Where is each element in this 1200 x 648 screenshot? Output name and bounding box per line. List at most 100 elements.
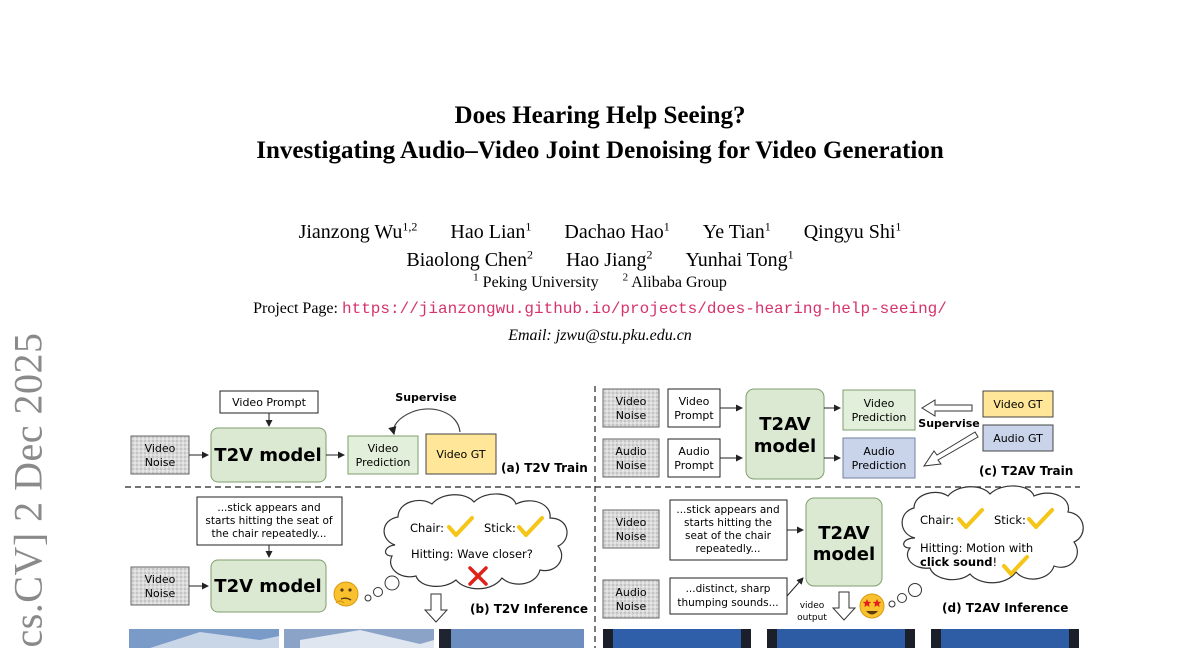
author: Yunhai Tong1: [685, 247, 794, 271]
affiliation: 1 Peking University: [473, 272, 599, 292]
thought-chair-text: Chair:: [920, 513, 954, 527]
check-icon: [1002, 555, 1029, 576]
video-noise-text: Noise: [616, 530, 647, 543]
audio-noise-box-d: [602, 579, 660, 619]
t2v-model-text: T2V model: [214, 445, 321, 466]
prompt-text: seat of the chair: [685, 530, 772, 542]
video-prediction-text: Prediction: [852, 411, 907, 424]
t2av-model-text: T2AV: [818, 523, 870, 544]
panel-label-b: (b) T2V Inference: [470, 602, 588, 616]
video-noise-box-b: [130, 566, 190, 606]
thought-stick-text: Stick:: [484, 521, 516, 535]
supervise-arrow-video: [921, 399, 973, 417]
audio-prompt-text: Audio: [678, 445, 710, 458]
project-page-line: Project Page: https://jianzongwu.github.…: [0, 300, 1200, 318]
affiliation: 2 Alibaba Group: [622, 272, 727, 292]
cross-icon: [468, 566, 488, 586]
prompt-text: starts hitting the: [684, 517, 772, 529]
video-noise-text: Video: [616, 516, 647, 529]
affiliations: 1 Peking University 2 Alibaba Group: [0, 272, 1200, 292]
video-frame: [439, 629, 584, 648]
video-prediction-text: Video: [864, 397, 895, 410]
check-icon: [517, 516, 544, 537]
thought-cloud-b: [383, 493, 568, 590]
audio-prediction-text: Prediction: [852, 459, 907, 472]
audio-noise-text: Audio: [615, 586, 647, 599]
t2av-model-text: model: [754, 436, 816, 457]
video-noise-text: Noise: [616, 409, 647, 422]
panel-label-a: (a) T2V Train: [501, 461, 588, 475]
star-struck-face-icon: [859, 593, 885, 619]
audio-prediction-text: Audio: [863, 445, 895, 458]
author: Jianzong Wu1,2: [298, 219, 418, 243]
prompt-text: starts hitting the seat of: [205, 515, 332, 527]
supervise-arrow-audio: [922, 431, 979, 467]
video-frame: [931, 629, 1079, 648]
audio-prompt-text: Prompt: [674, 459, 714, 472]
author: Biaolong Chen2: [406, 247, 533, 271]
video-noise-text: Video: [145, 442, 176, 455]
video-noise-text: Noise: [145, 456, 176, 469]
check-icon: [1027, 508, 1054, 529]
audio-prompt-text: thumping sounds...: [677, 597, 778, 609]
paper-title-line1: Does Hearing Help Seeing?: [454, 102, 746, 129]
video-prediction-text: Video: [368, 442, 399, 455]
audio-noise-text: Audio: [615, 445, 647, 458]
video-output-text: output: [797, 613, 827, 623]
email: Email: jzwu@stu.pku.edu.cn: [508, 327, 692, 344]
video-gt-box-a: [425, 433, 497, 475]
t2av-model-box-d: [805, 497, 883, 587]
thought-chair-text: Chair:: [410, 521, 444, 535]
audio-prediction-box-c: [842, 437, 916, 479]
thinking-face-icon: [333, 581, 359, 607]
video-frame: [767, 629, 915, 648]
panel-label-c: (c) T2AV Train: [979, 464, 1073, 478]
audio-noise-box-c: [602, 438, 660, 478]
video-prediction-box-a: [347, 435, 419, 475]
video-gt-box-c: [982, 390, 1054, 418]
t2av-model-text: T2AV: [759, 414, 811, 435]
audio-prompt-box-d: [669, 577, 788, 615]
paper-title-line2: Investigating Audio–Video Joint Denoisin…: [256, 137, 944, 164]
video-prompt-text: Video: [679, 395, 710, 408]
author: Dachao Hao1: [564, 219, 670, 243]
audio-prompt-box-c: [667, 438, 721, 478]
video-noise-box-d: [602, 509, 660, 549]
prompt-text: ...stick appears and: [676, 504, 779, 516]
t2av-model-text: model: [813, 544, 875, 565]
supervise-label-a: Supervise: [395, 391, 456, 404]
thought-cloud-d: [901, 485, 1084, 584]
video-prompt-text: Prompt: [674, 409, 714, 422]
thought-stick-text: Stick:: [994, 513, 1026, 527]
check-icon: [447, 516, 474, 537]
project-page-link[interactable]: https://jianzongwu.github.io/projects/do…: [341, 300, 947, 318]
audio-gt-box-c: [982, 424, 1054, 452]
authors-row1: Jianzong Wu1,2 Hao Lian1 Dachao Hao1 Ye …: [0, 213, 1200, 245]
video-frame: [603, 629, 751, 648]
thought-hitting-text: Hitting: Wave closer?: [411, 547, 533, 561]
down-arrow-icon: [831, 591, 857, 621]
author: Hao Jiang2: [565, 247, 653, 271]
thought-click-sound-text: click sound!: [920, 555, 997, 569]
video-prediction-box-c: [842, 389, 916, 431]
video-noise-text: Video: [145, 573, 176, 586]
author: Hao Lian1: [450, 219, 532, 243]
panel-label-d: (d) T2AV Inference: [942, 601, 1068, 615]
authors-row2: Biaolong Chen2 Hao Jiang2 Yunhai Tong1: [0, 241, 1200, 273]
video-noise-box-c: [602, 388, 660, 428]
down-arrow-icon: [423, 593, 449, 623]
video-output-text: video: [800, 601, 825, 611]
video-noise-text: Noise: [145, 587, 176, 600]
video-gt-text: Video GT: [993, 398, 1042, 411]
video-prompt-text: Video Prompt: [232, 396, 306, 409]
author: Qingyu Shi1: [803, 219, 902, 243]
prompt-text: repeatedly...: [696, 543, 761, 555]
audio-gt-text: Audio GT: [993, 432, 1043, 445]
text-prompt-box-b: [196, 496, 343, 546]
t2v-model-box-b: [210, 559, 327, 613]
t2av-model-box-c: [745, 388, 825, 480]
prompt-text: the chair repeatedly...: [212, 528, 327, 540]
audio-prompt-text: ...distinct, sharp: [686, 583, 771, 595]
video-noise-text: Video: [616, 395, 647, 408]
